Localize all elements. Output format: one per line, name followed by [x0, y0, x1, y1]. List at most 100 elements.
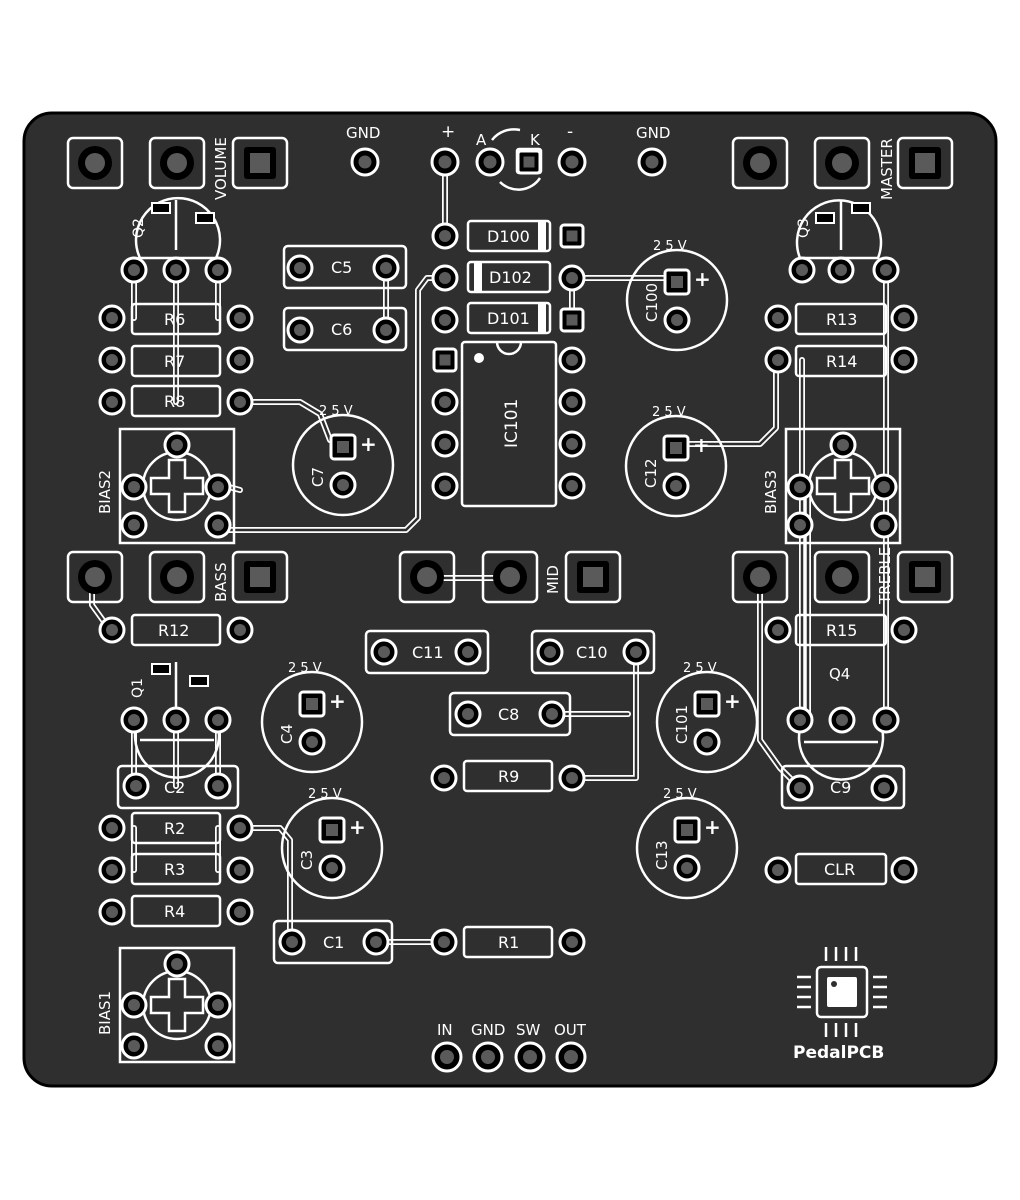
svg-text:BIAS1: BIAS1: [96, 991, 114, 1035]
svg-text:Q2: Q2: [131, 218, 147, 238]
io-in-label: IN: [437, 1021, 453, 1039]
cap-voltage-label: 2 5 V: [683, 661, 717, 676]
cap-c12: 2 5 V+C12: [624, 405, 728, 518]
transistor-q2: Q2: [131, 196, 222, 260]
pot-bass[interactable]: BASS: [66, 550, 289, 604]
pot-treble[interactable]: TREBLE: [731, 547, 954, 605]
io-sw-label: SW: [516, 1021, 541, 1039]
svg-text:C2: C2: [164, 778, 185, 797]
svg-text:BIAS2: BIAS2: [96, 470, 114, 514]
svg-text:C10: C10: [576, 643, 608, 662]
resistor-r12: R12: [130, 613, 222, 647]
pot-master-label: MASTER: [878, 138, 896, 200]
resistor-r1: R1: [462, 925, 554, 959]
pedalpcb-logo: PedalPCB: [793, 947, 887, 1063]
cap-voltage-label: 2 5 V: [288, 661, 322, 676]
resistor-r2: R2: [130, 811, 222, 845]
svg-text:R3: R3: [164, 860, 185, 879]
cap-polarity-label: +: [694, 267, 711, 291]
cap-c4: 2 5 V + C4: [260, 661, 364, 774]
cap-voltage-label: 2 5 V: [653, 239, 687, 254]
resistor-r3: R3: [130, 852, 222, 886]
io-header: IN GND SW OUT: [437, 1021, 587, 1039]
svg-text:R9: R9: [498, 767, 519, 786]
cap-c7: 2 5 V+C7: [291, 404, 395, 517]
cap-c10: C10: [530, 629, 656, 675]
cap-c101-label: C101: [673, 705, 691, 744]
cap-c1: C1: [272, 919, 394, 965]
cap-c8: C8: [448, 691, 572, 737]
cap-polarity-label: +: [360, 432, 377, 456]
pot-mid[interactable]: MID: [398, 550, 622, 604]
cathode-label: K: [530, 131, 541, 149]
film-capacitors: C5 C6 C11 C10 C8 C2 C9 C1: [116, 244, 906, 965]
plus-label: +: [441, 122, 455, 142]
svg-text:CLR: CLR: [824, 860, 855, 879]
svg-text:Q3: Q3: [796, 218, 812, 238]
io-out-label: OUT: [554, 1021, 587, 1039]
svg-text:R1: R1: [498, 933, 519, 952]
svg-text:Q4: Q4: [829, 665, 850, 683]
diode-d102: D102: [466, 260, 552, 294]
diode-d101: D101: [466, 301, 552, 335]
cap-c100-label: C100: [643, 283, 661, 322]
resistors: R6 R7 R8 R13 R14 R12 R15 R9 R2 R3 R4 R1 …: [130, 302, 888, 959]
ic101: IC101: [460, 340, 558, 508]
svg-text:R7: R7: [164, 352, 185, 371]
svg-text:R13: R13: [826, 310, 857, 329]
cap-c101: 2 5 V+C101: [655, 661, 759, 774]
resistor-r9: R9: [462, 759, 554, 793]
svg-text:R12: R12: [158, 621, 189, 640]
svg-text:R4: R4: [164, 902, 185, 921]
cap-c2: C2: [116, 764, 240, 810]
cap-c4-label: C4: [278, 724, 296, 744]
svg-text:C9: C9: [830, 778, 851, 797]
diodes: D100 D102 D101: [466, 219, 552, 335]
svg-text:C11: C11: [412, 643, 444, 662]
svg-text:R14: R14: [826, 352, 857, 371]
cap-c3: 2 5 V+C3: [280, 787, 384, 900]
resistor-clr: CLR: [794, 852, 888, 886]
cap-voltage-label: 2 5 V: [308, 787, 342, 802]
svg-text:R6: R6: [164, 310, 185, 329]
cap-c11: C11: [364, 629, 490, 675]
board-outline: [22, 111, 998, 1088]
pot-volume[interactable]: VOLUME: [66, 136, 289, 200]
solder-pads: [78, 146, 941, 1073]
svg-text:C6: C6: [331, 320, 352, 339]
cap-polarity-label: +: [704, 815, 721, 839]
cap-polarity-label: +: [329, 689, 346, 713]
brand-name: PedalPCB: [793, 1043, 884, 1063]
resistor-r4: R4: [130, 894, 222, 928]
cap-c13: 2 5 V+C13: [635, 787, 739, 900]
pot-volume-label: VOLUME: [212, 137, 230, 200]
minus-label: -: [567, 122, 573, 142]
svg-text:C1: C1: [323, 933, 344, 952]
pot-mid-label: MID: [544, 565, 562, 594]
pot-treble-label: TREBLE: [876, 547, 894, 605]
resistor-r13: R13: [794, 302, 888, 336]
cap-c5: C5: [282, 244, 408, 290]
svg-text:Q1: Q1: [130, 678, 146, 698]
cap-c6: C6: [282, 306, 408, 352]
svg-text:R15: R15: [826, 621, 857, 640]
svg-text:D100: D100: [487, 227, 530, 246]
svg-text:R8: R8: [164, 392, 185, 411]
pot-master[interactable]: MASTER: [731, 136, 954, 200]
transistor-q1: Q1: [130, 662, 221, 779]
svg-text:C5: C5: [331, 258, 352, 277]
cap-c100: 2 5 V + C100: [625, 239, 729, 352]
io-gnd-label: GND: [471, 1021, 505, 1039]
diode-d100: D100: [466, 219, 552, 253]
svg-text:D102: D102: [489, 268, 532, 287]
cap-polarity-label: +: [693, 433, 710, 457]
chip-icon: [797, 947, 887, 1037]
cap-polarity-label: +: [349, 815, 366, 839]
svg-text:D101: D101: [487, 309, 530, 328]
resistor-r6: R6: [130, 302, 222, 336]
svg-text:IC101: IC101: [502, 399, 522, 448]
pot-bass-label: BASS: [212, 562, 230, 602]
cap-voltage-label: 2 5 V: [652, 405, 686, 420]
